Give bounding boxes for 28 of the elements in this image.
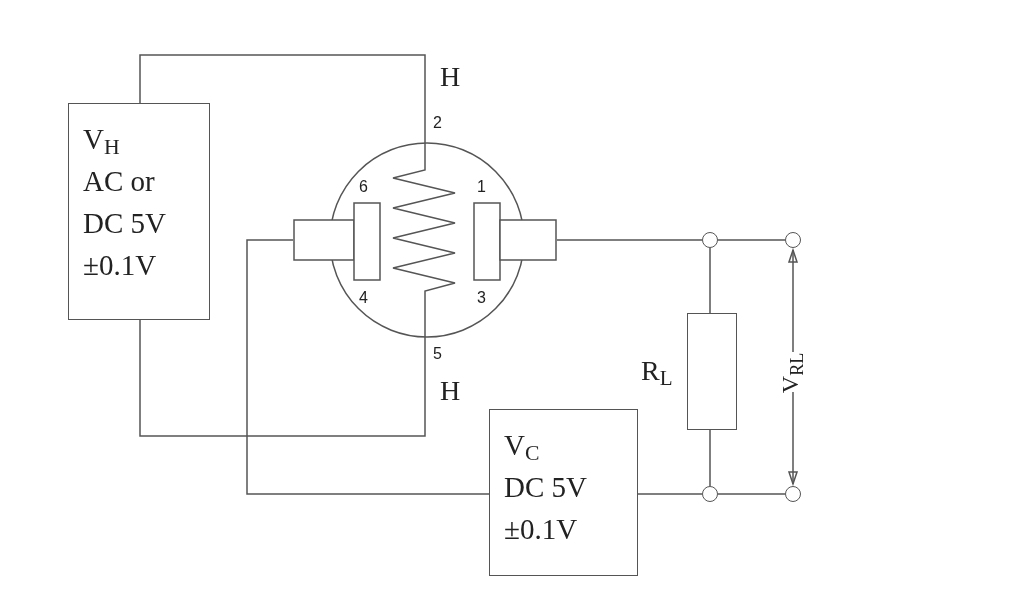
supply-label: ±0.1V bbox=[83, 248, 157, 283]
pin-number: 5 bbox=[433, 344, 442, 364]
pin-number: 1 bbox=[477, 177, 486, 197]
wire bbox=[717, 239, 786, 241]
pin-number: 4 bbox=[359, 288, 368, 308]
power-supply-box bbox=[489, 409, 638, 576]
supply-label: ±0.1V bbox=[504, 512, 578, 547]
wire bbox=[139, 319, 426, 437]
pin-number: 2 bbox=[433, 113, 442, 133]
resistor bbox=[687, 313, 737, 430]
wire bbox=[717, 493, 786, 495]
resistor-label: R$_{L}$ bbox=[641, 353, 673, 392]
wire bbox=[709, 247, 711, 314]
supply-label: DC 5V bbox=[83, 206, 166, 241]
power-supply-box bbox=[68, 103, 210, 320]
wire bbox=[139, 54, 426, 142]
wire bbox=[709, 429, 711, 487]
supply-label: V$_{C}$ bbox=[504, 428, 540, 466]
heater-pin-label: H bbox=[440, 374, 461, 408]
heater-pin-label: H bbox=[440, 60, 461, 94]
wire bbox=[246, 239, 490, 495]
wire bbox=[556, 239, 703, 241]
supply-label: AC or bbox=[83, 164, 155, 199]
wire bbox=[637, 493, 703, 495]
supply-label: DC 5V bbox=[504, 470, 587, 505]
pin-number: 3 bbox=[477, 288, 486, 308]
supply-label: V$_{H}$ bbox=[83, 122, 120, 160]
pin-number: 6 bbox=[359, 177, 368, 197]
